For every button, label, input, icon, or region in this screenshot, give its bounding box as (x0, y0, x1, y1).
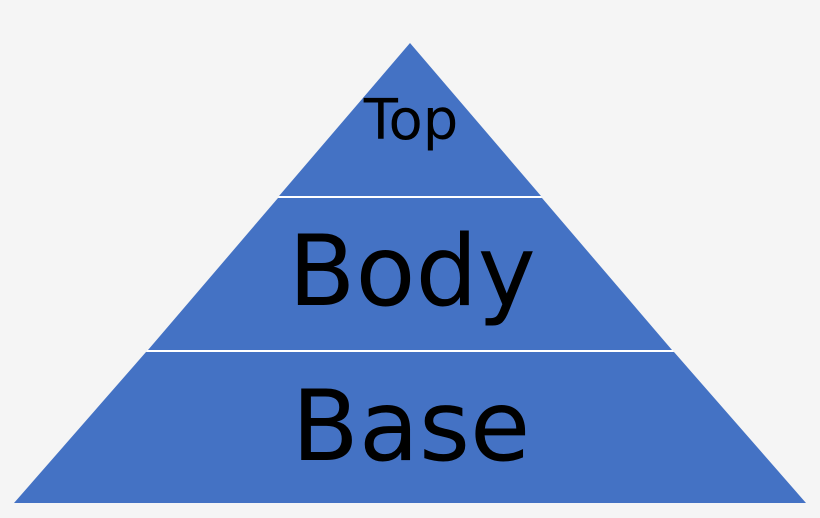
pyramid-level-body (148, 198, 672, 350)
label-body: Body (288, 215, 535, 329)
pyramid-level-base (14, 352, 806, 503)
label-base: Base (292, 370, 531, 484)
label-top: Top (363, 88, 459, 153)
pyramid-level-top (279, 43, 541, 196)
